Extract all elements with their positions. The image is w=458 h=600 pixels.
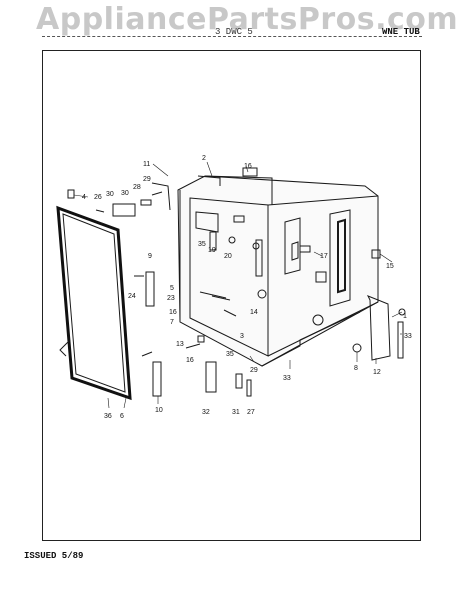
callout-34: 33 — [404, 333, 412, 340]
callout-10: 10 — [155, 407, 163, 414]
tub-body — [177, 175, 379, 367]
callout-8: 8 — [354, 365, 358, 372]
callout-9: 9 — [148, 253, 152, 260]
callout-25: 27 — [247, 409, 255, 416]
header-title: WNE TUB — [382, 27, 420, 37]
callout-32: 32 — [202, 409, 210, 416]
callout-16-mid: 16 — [186, 357, 194, 364]
callout-33: 33 — [283, 375, 291, 382]
callout-31: 31 — [232, 409, 240, 416]
callout-35-b: 35 — [226, 351, 234, 358]
callout-12: 12 — [373, 369, 381, 376]
callout-14: 14 — [250, 309, 258, 316]
leader-lines — [73, 161, 403, 409]
callout-labels: 4 26 30 30 28 29 11 2 16 35 19 20 17 15 … — [82, 155, 412, 420]
callout-2: 2 — [202, 155, 206, 162]
issued-date: ISSUED 5/89 — [24, 551, 84, 561]
callout-30: 30 — [106, 191, 114, 198]
callout-7: 7 — [170, 319, 174, 326]
callout-15: 15 — [386, 263, 394, 270]
header-code: 3 DWC 5 — [215, 27, 253, 37]
callout-4: 4 — [82, 194, 86, 201]
callout-11: 11 — [143, 161, 150, 168]
callout-20: 19 — [208, 247, 216, 254]
callout-19: 17 — [320, 253, 328, 260]
callout-6: 6 — [120, 413, 124, 420]
diagram-frame — [42, 50, 421, 541]
callout-22: 23 — [167, 295, 175, 302]
callout-26: 28 — [133, 184, 141, 191]
header-rule — [42, 36, 422, 38]
callout-35-a: 35 — [198, 241, 206, 248]
watermark: AppliancePartsPros.com — [36, 2, 458, 37]
callout-29: 29 — [143, 176, 151, 183]
callout-36: 36 — [104, 413, 112, 420]
callout-28: 30 — [121, 190, 129, 197]
callout-24: 24 — [128, 293, 136, 300]
door-gasket — [56, 205, 132, 401]
callout-3: 3 — [240, 333, 244, 340]
callout-23: 26 — [94, 194, 102, 201]
callout-17: 16 — [169, 309, 177, 316]
callout-5: 5 — [170, 285, 174, 292]
callout-21: 20 — [224, 253, 232, 260]
callout-1: 1 — [403, 313, 407, 320]
small-parts — [67, 167, 406, 397]
callout-13: 13 — [176, 341, 184, 348]
callout-27: 29 — [250, 367, 258, 374]
callout-16-top: 16 — [244, 163, 252, 170]
